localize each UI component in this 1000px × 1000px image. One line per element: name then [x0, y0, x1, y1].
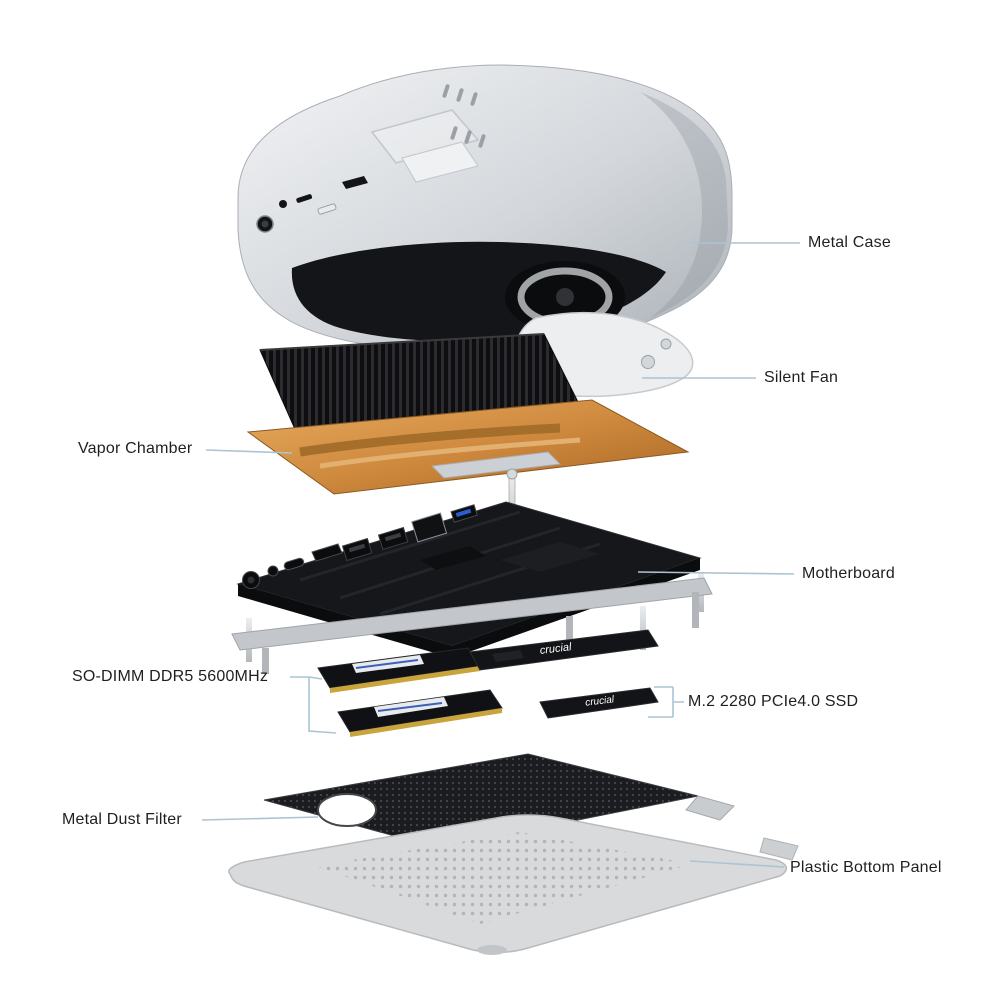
metal-case-art — [237, 64, 733, 353]
dust-filter-art — [263, 753, 735, 849]
case-right-shading — [640, 92, 728, 318]
usb-cutout — [296, 194, 313, 203]
rail-leg — [692, 592, 699, 628]
label-silent-fan: Silent Fan — [764, 369, 839, 386]
ssd-brand-text: crucial — [539, 641, 573, 657]
ram-sticker-print — [377, 702, 443, 712]
label-metal-case: Metal Case — [808, 234, 891, 251]
usb-a-tongue — [384, 532, 402, 542]
audio-port — [267, 565, 279, 577]
label-m2-ssd: M.2 2280 PCIe4.0 SSD — [688, 693, 859, 710]
label-so-dimm: SO-DIMM DDR5 5600MHz — [72, 668, 269, 685]
case-top-window — [401, 141, 479, 183]
bottom-panel-perforation — [316, 832, 692, 924]
usb3-tongue — [455, 508, 472, 517]
dust-filter-hole — [317, 793, 377, 827]
pcb-top — [236, 501, 702, 647]
leader-dust-filter — [201, 816, 319, 821]
leader-vapor-chamber — [205, 449, 293, 454]
hdmi-port — [311, 543, 343, 562]
power-jack-pin — [261, 220, 269, 228]
ram-gold-edge — [330, 666, 480, 693]
ram-sticker-print — [355, 659, 419, 669]
ssd-module — [539, 687, 659, 719]
heat-pipe-highlight — [319, 437, 581, 469]
rail-leg — [262, 648, 269, 674]
leader-m2-ssd — [648, 686, 684, 718]
bottom-panel-tab — [759, 837, 799, 861]
m2-ssd-art: crucial crucial — [469, 629, 659, 719]
rail-leg — [566, 616, 573, 646]
case-vent-slots — [442, 84, 486, 148]
usb-a-tongue — [348, 543, 366, 553]
fan-screw-post — [660, 338, 672, 350]
dust-filter-mesh-dots — [264, 754, 698, 848]
cpu-area — [500, 542, 600, 572]
bottom-panel-notch — [477, 945, 507, 955]
ethernet-port — [411, 512, 448, 543]
chip — [420, 546, 486, 570]
mounting-rail — [231, 577, 713, 651]
leader-lines — [201, 242, 800, 868]
chamber-bracket — [430, 451, 562, 479]
heatsink-top-edge — [259, 333, 545, 351]
ssd-module — [469, 629, 659, 671]
leader-bottom-panel — [689, 860, 785, 868]
standoff-pin — [640, 606, 646, 650]
case-port-cutouts — [256, 176, 368, 233]
fan-hub — [556, 288, 574, 306]
ssd-brand-text: crucial — [585, 694, 616, 709]
ram-gold-edge — [350, 708, 502, 737]
leader-so-dimm — [290, 676, 337, 734]
label-metal-dust-filter: Metal Dust Filter — [62, 811, 182, 828]
case-top-seam — [370, 109, 480, 164]
fan-screw-post — [641, 355, 655, 369]
motherboard-art — [231, 501, 713, 674]
label-vapor-chamber: Vapor Chamber — [78, 440, 193, 457]
io-ports — [242, 504, 478, 589]
ssd-chip — [492, 650, 524, 662]
leader-motherboard — [637, 571, 795, 575]
heat-pipe — [299, 423, 561, 457]
hdmi-cutout — [342, 176, 368, 189]
label-plastic-bottom-panel: Plastic Bottom Panel — [790, 859, 942, 876]
usb-cutout-light — [317, 203, 337, 215]
dust-filter-clip — [685, 795, 735, 821]
usb-c-port — [283, 557, 305, 571]
vapor-chamber-art — [246, 333, 690, 551]
so-dimm-art — [317, 647, 503, 737]
screw-head — [506, 468, 518, 480]
bottom-panel-art — [228, 814, 799, 955]
dc-power-pin — [247, 576, 255, 584]
label-motherboard: Motherboard — [802, 565, 895, 582]
audio-jack-cutout — [279, 200, 287, 208]
